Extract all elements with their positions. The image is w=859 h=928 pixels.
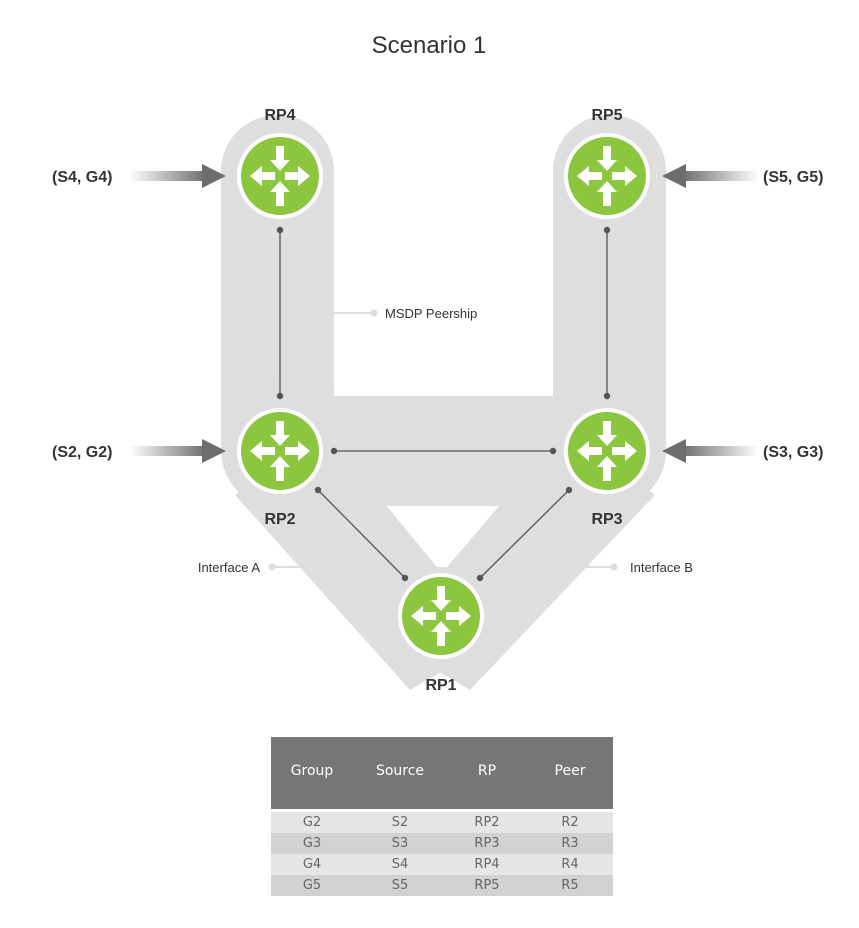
cell-source: S2 — [391, 815, 409, 830]
router-icon-rp5 — [556, 125, 658, 227]
cell-rp: RP2 — [474, 815, 500, 830]
router-icon-rp3 — [556, 400, 658, 502]
table-row: G3 S3 RP3 R3 — [271, 833, 613, 854]
link-dots — [276, 226, 611, 582]
header-group: Group — [290, 763, 334, 779]
cell-peer: R3 — [561, 836, 579, 851]
cell-peer: R4 — [561, 857, 579, 872]
callout-interface-a: Interface A — [198, 560, 316, 575]
rp-peer-table: Group Source RP Peer G2 S2 RP2 R2 G3 S3 … — [271, 737, 613, 896]
table-row: G4 S4 RP4 R4 — [271, 854, 613, 875]
cell-group: G2 — [302, 815, 322, 830]
router-icon-rp2 — [229, 400, 331, 502]
router-label-rp2: RP2 — [264, 511, 295, 528]
source-arrow-s3 — [662, 439, 758, 463]
source-label-s4: (S4, G4) — [52, 169, 112, 186]
cell-group: G3 — [302, 836, 322, 851]
source-label-s5: (S5, G5) — [763, 169, 823, 186]
router-label-rp3: RP3 — [591, 511, 622, 528]
table-row: G5 S5 RP5 R5 — [271, 875, 613, 896]
source-arrow-s4 — [130, 164, 226, 188]
router-label-rp4: RP4 — [264, 107, 295, 124]
router-label-rp5: RP5 — [591, 107, 622, 124]
source-label-s2: (S2, G2) — [52, 444, 112, 461]
cell-rp: RP4 — [474, 857, 500, 872]
link-rp3-rp1 — [479, 489, 570, 579]
source-label-s3: (S3, G3) — [763, 444, 823, 461]
callout-interface-b-label: Interface B — [630, 560, 693, 575]
router-icon-rp1 — [390, 565, 492, 667]
callout-msdp-peership: MSDP Peership — [334, 306, 477, 321]
link-rp2-rp1 — [317, 489, 406, 579]
cell-peer: R2 — [561, 815, 579, 830]
cell-group: G5 — [302, 878, 322, 893]
cell-source: S4 — [391, 857, 409, 872]
source-arrow-s5 — [662, 164, 758, 188]
cell-source: S5 — [391, 878, 409, 893]
header-rp: RP — [477, 763, 497, 779]
header-peer: Peer — [554, 763, 586, 779]
callout-msdp-label: MSDP Peership — [385, 306, 477, 321]
cell-source: S3 — [391, 836, 409, 851]
source-arrow-s2 — [130, 439, 226, 463]
diagram-title: Scenario 1 — [372, 32, 487, 59]
cell-peer: R5 — [561, 878, 579, 893]
table-row: G2 S2 RP2 R2 — [271, 812, 613, 833]
table-header: Group Source RP Peer — [271, 737, 613, 809]
callout-interface-a-label: Interface A — [198, 560, 260, 575]
links — [279, 230, 608, 579]
header-source: Source — [375, 763, 425, 779]
router-icon-rp4 — [229, 125, 331, 227]
callout-interface-b: Interface B — [566, 560, 693, 575]
cell-rp: RP5 — [474, 878, 500, 893]
cell-group: G4 — [302, 857, 322, 872]
router-label-rp1: RP1 — [425, 677, 456, 694]
cell-rp: RP3 — [474, 836, 500, 851]
